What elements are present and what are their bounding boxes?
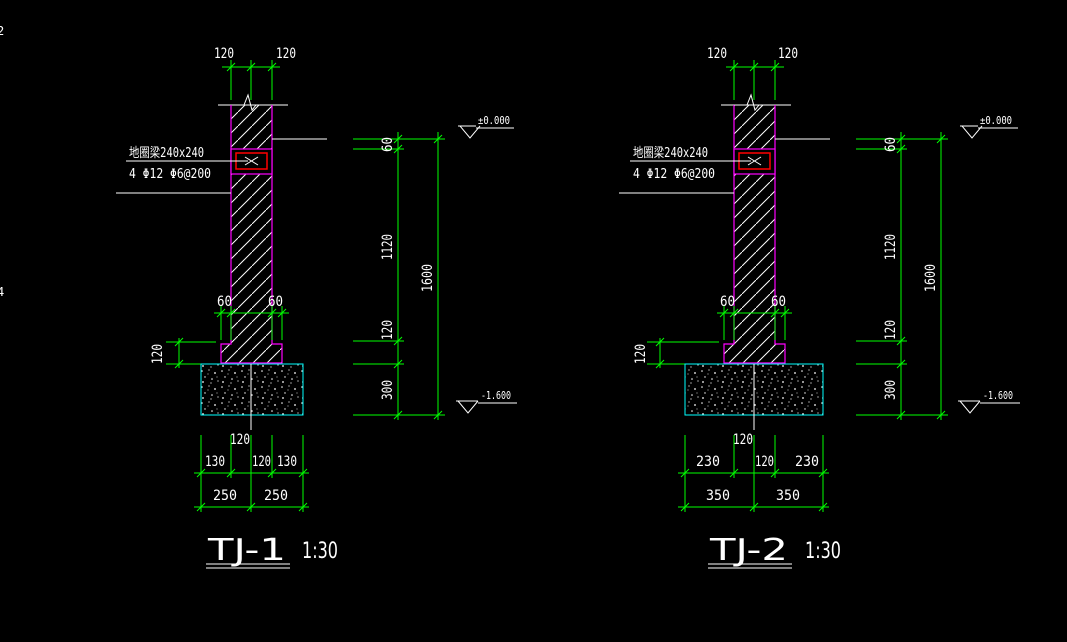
- footing-step-hatch: [724, 344, 734, 363]
- bottom-row1-b: 120: [252, 454, 271, 470]
- step-height-label: 120: [633, 344, 649, 364]
- beam-label: 地圈梁240x240: [633, 146, 708, 161]
- bottom-row2-a: 250: [213, 488, 237, 504]
- bottom-center: 120: [733, 432, 753, 448]
- rebar-label: 4 Φ12 Φ6@200: [633, 167, 715, 182]
- bottom-row2-a: 350: [706, 488, 730, 504]
- total-height: 1600: [923, 264, 939, 292]
- detail-scale: 1:30: [805, 539, 841, 564]
- right-dim-1120: 1120: [380, 234, 396, 260]
- bottom-row1-a: 230: [696, 454, 720, 470]
- step-dim-right: 60: [268, 294, 283, 310]
- step-height-label: 120: [150, 344, 166, 364]
- detail-title: TJ-1: [207, 533, 286, 568]
- top-dimension: [726, 60, 784, 100]
- rebar-label: 4 Φ12 Φ6@200: [129, 167, 211, 182]
- detail-title: TJ-2: [709, 533, 788, 568]
- elev-bottom: -1.600: [481, 389, 511, 402]
- top-dimension: [222, 60, 280, 100]
- top-dim-left: 120: [214, 46, 234, 62]
- bottom-row1-c: 230: [795, 454, 819, 470]
- elev-top: ±0.000: [980, 114, 1012, 127]
- wall-outline: [723, 105, 786, 364]
- right-dimension: [856, 132, 948, 420]
- elevation-marks: [958, 125, 1020, 414]
- right-dimension: [353, 132, 445, 420]
- bottom-dimension: [678, 435, 829, 512]
- right-dim-120: 120: [883, 320, 899, 340]
- right-dim-1120: 1120: [883, 234, 899, 260]
- elev-bottom: -1.600: [983, 389, 1013, 402]
- rebar-cross-b: [244, 156, 259, 166]
- step-dim-left: 60: [217, 294, 232, 310]
- right-dim-120: 120: [380, 320, 396, 340]
- top-dim-right: 120: [778, 46, 798, 62]
- rebar-cross-b: [747, 156, 762, 166]
- footing-step-hatch-right: [775, 344, 785, 363]
- bottom-dimension: [194, 435, 309, 512]
- step-dimension: [717, 306, 792, 340]
- right-dim-300: 300: [380, 380, 396, 400]
- right-dim-300: 300: [883, 380, 899, 400]
- right-dim-60: 60: [380, 137, 396, 152]
- step-dim-left: 60: [720, 294, 735, 310]
- footing-step-hatch-right: [272, 344, 282, 363]
- wall-hatch: [734, 105, 775, 363]
- footing-step-hatch: [221, 344, 231, 363]
- bottom-row1-a: 130: [205, 454, 225, 470]
- edge-mark-top: 2: [0, 24, 4, 38]
- detail-scale: 1:30: [302, 539, 338, 564]
- bottom-center: 120: [230, 432, 250, 448]
- right-dim-60: 60: [883, 137, 899, 152]
- detail-tj2: 120 120 地圈梁240x240 4 Φ12 Φ6@200 60 6: [619, 46, 1020, 569]
- wall-outline: [220, 105, 283, 364]
- concrete-footing: [200, 363, 304, 416]
- beam-label: 地圈梁240x240: [129, 146, 204, 161]
- total-height: 1600: [420, 264, 436, 292]
- elevation-marks: [456, 125, 517, 414]
- bottom-row2-b: 250: [264, 488, 288, 504]
- elev-top: ±0.000: [478, 114, 510, 127]
- bottom-row1-c: 130: [277, 454, 297, 470]
- wall-hatch: [231, 105, 272, 363]
- top-dim-right: 120: [276, 46, 296, 62]
- step-dimension: [214, 306, 289, 340]
- step-dim-right: 60: [771, 294, 786, 310]
- bottom-row2-b: 350: [776, 488, 800, 504]
- edge-mark-middle: 4: [0, 285, 4, 299]
- detail-tj1: 120 120 地圈梁240x240 4 Φ12 Φ6@200 60 6: [116, 46, 517, 569]
- bottom-row1-b: 120: [755, 454, 774, 470]
- top-dim-left: 120: [707, 46, 727, 62]
